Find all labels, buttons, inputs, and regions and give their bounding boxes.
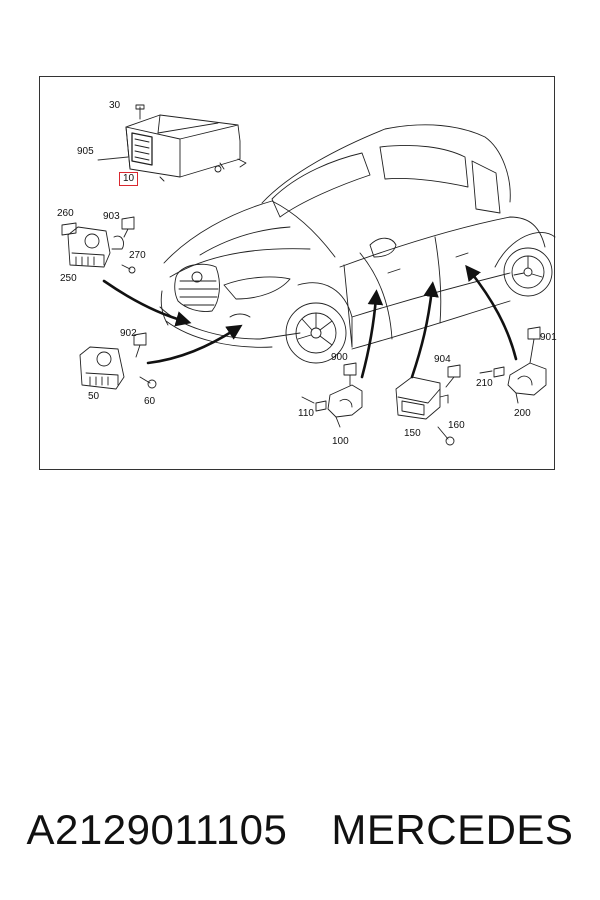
label-part-10-highlighted: 10 xyxy=(119,172,139,186)
label-part-900: 900 xyxy=(331,352,348,363)
label-part-30: 30 xyxy=(109,100,121,111)
label-part-905: 905 xyxy=(77,146,94,157)
arrow-100-to-car xyxy=(360,289,384,379)
label-part-200: 200 xyxy=(514,408,531,419)
label-part-60: 60 xyxy=(144,396,156,407)
arrow-200-to-car xyxy=(465,264,518,361)
label-part-210: 210 xyxy=(476,378,493,389)
car-illustration xyxy=(159,124,556,364)
sensor-250 xyxy=(61,216,136,274)
parts-diagram-drawing xyxy=(61,104,556,446)
label-part-50: 50 xyxy=(88,391,100,402)
label-part-270: 270 xyxy=(129,250,146,261)
label-part-902: 902 xyxy=(120,328,137,339)
arrow-50-to-car xyxy=(146,324,243,365)
product-caption: A2129011105 MERCEDES xyxy=(0,806,600,854)
parts-diagram: 30 905 10 260 903 270 250 902 50 60 900 … xyxy=(39,76,557,470)
sensor-100 xyxy=(315,362,363,428)
mounting-arrows xyxy=(102,264,518,379)
sensor-200 xyxy=(493,326,547,404)
label-part-100: 100 xyxy=(332,436,349,447)
label-part-110: 110 xyxy=(298,408,314,419)
label-part-901: 901 xyxy=(540,332,557,343)
arrow-150-to-car xyxy=(410,281,439,379)
label-part-904: 904 xyxy=(434,354,451,365)
brand-name: MERCEDES xyxy=(331,806,574,853)
label-part-150: 150 xyxy=(404,428,421,439)
airbag-control-unit xyxy=(125,104,247,182)
label-part-250: 250 xyxy=(60,273,77,284)
label-part-160: 160 xyxy=(448,420,465,431)
part-number: A2129011105 xyxy=(26,806,288,853)
label-part-903: 903 xyxy=(103,211,120,222)
label-part-260: 260 xyxy=(57,208,74,219)
arrow-250-to-car xyxy=(102,279,192,327)
sensor-50 xyxy=(79,332,157,390)
